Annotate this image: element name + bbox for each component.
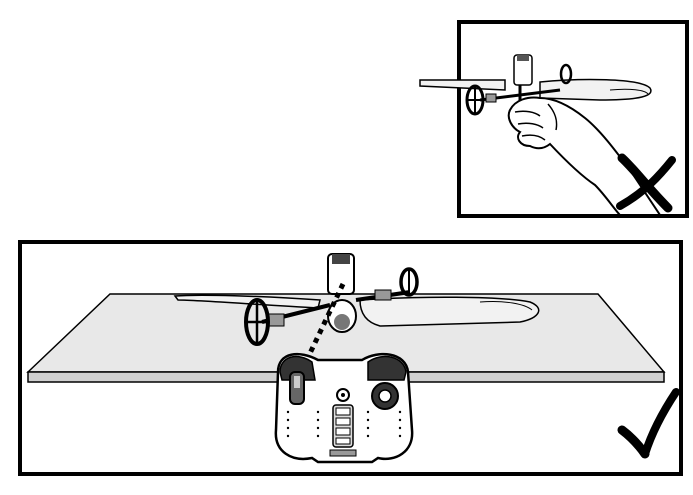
drone-on-surface [173, 253, 540, 346]
drone-left-wing [173, 294, 321, 309]
remote-controller [274, 352, 414, 464]
handheld-drone [419, 54, 652, 116]
holding-hand [507, 96, 662, 216]
hand-shape [507, 96, 662, 216]
drone-left-wing [419, 79, 506, 91]
drone-right-wing [359, 296, 540, 327]
drone-right-prop-guard [559, 63, 573, 85]
drone-right-wing [539, 78, 652, 101]
right-grip [367, 355, 407, 381]
cross-mark-icon [616, 153, 676, 213]
drone-right-prop-guard [399, 267, 419, 297]
left-grip [279, 355, 316, 381]
check-mark-icon [617, 388, 680, 459]
